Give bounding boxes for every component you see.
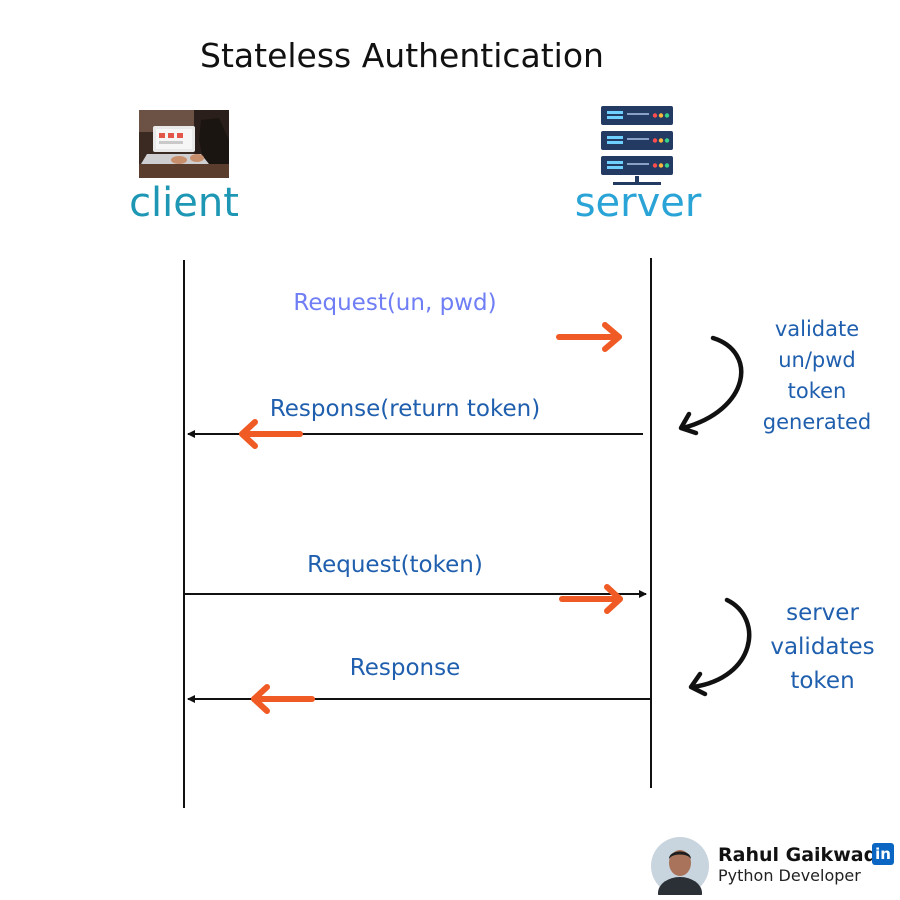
diagram-title: Stateless Authentication xyxy=(200,36,604,75)
note-validate-line: un/pwd xyxy=(778,348,856,372)
accent-arrow-response xyxy=(251,684,315,714)
note-server-validates-line: token xyxy=(790,668,855,694)
accent-arrow-request-credentials xyxy=(556,322,622,352)
linkedin-icon[interactable]: in xyxy=(872,843,894,865)
author-role: Python Developer xyxy=(718,866,861,885)
accent-arrow-request-token xyxy=(559,584,623,614)
message-response-token: Response(return token) xyxy=(269,396,541,422)
client-laptop-icon xyxy=(139,110,229,178)
author-name: Rahul Gaikwad xyxy=(718,844,878,866)
message-response: Response xyxy=(349,655,461,681)
accent-arrow-response-token xyxy=(239,419,303,449)
note-server-validates-line: validates xyxy=(770,634,875,660)
curved-arrow-validate xyxy=(678,335,744,436)
curved-arrow-validates-token xyxy=(688,597,752,697)
client-label: client xyxy=(129,180,239,226)
note-validate-line: token xyxy=(787,379,847,403)
note-validate: validate un/pwd token generated xyxy=(752,314,882,438)
note-server-validates-line: server xyxy=(786,600,859,626)
author-avatar xyxy=(651,837,709,895)
server-label: server xyxy=(574,180,702,226)
server-rack-icon xyxy=(601,106,673,185)
note-server-validates: server validates token xyxy=(755,596,890,698)
note-validate-line: validate xyxy=(774,317,860,341)
note-validate-line: generated xyxy=(762,410,872,434)
message-request-token: Request(token) xyxy=(307,552,483,578)
message-request-credentials: Request(un, pwd) xyxy=(293,290,497,316)
